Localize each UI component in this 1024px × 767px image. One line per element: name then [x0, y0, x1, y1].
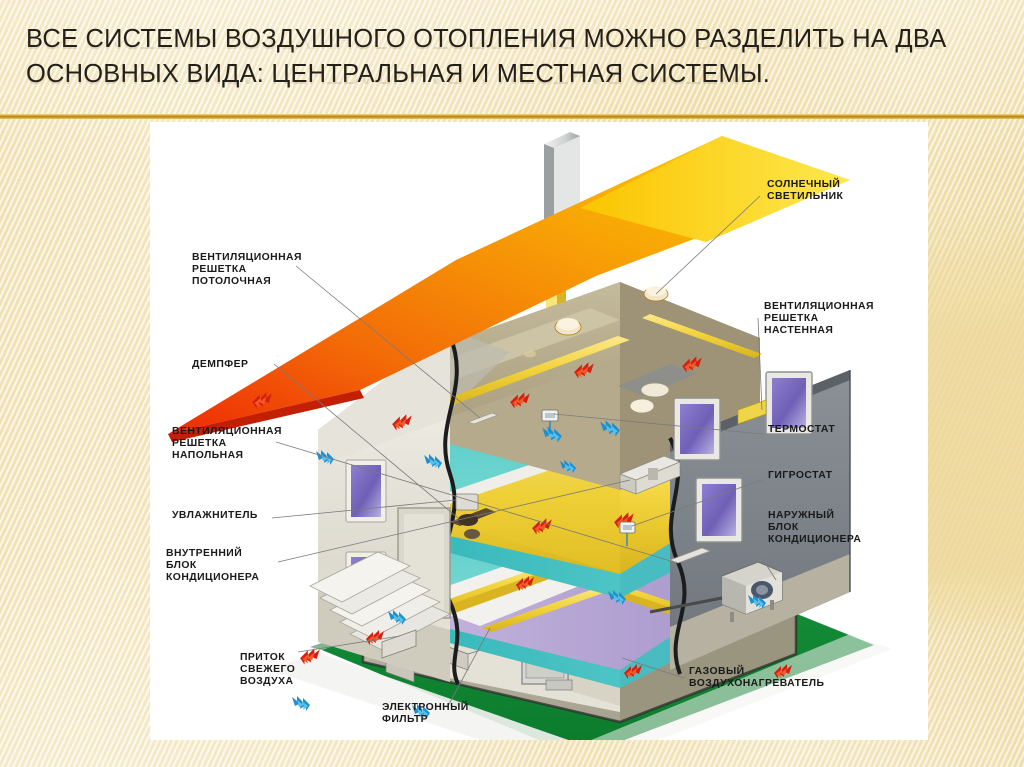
svg-text:ВЕНТИЛЯЦИОННАЯ: ВЕНТИЛЯЦИОННАЯ	[764, 301, 874, 312]
title-line-2: ОСНОВНЫХ ВИДА: ЦЕНТРАЛЬНАЯ И МЕСТНАЯ СИС…	[26, 57, 976, 91]
indoor-ac-unit	[618, 455, 682, 495]
wall-vent-grille-device	[737, 399, 767, 425]
svg-text:ФИЛЬТР: ФИЛЬТР	[382, 714, 428, 725]
svg-text:КОНДИЦИОНЕРА: КОНДИЦИОНЕРА	[768, 534, 861, 545]
svg-text:НАПОЛЬНАЯ: НАПОЛЬНАЯ	[172, 450, 243, 461]
svg-text:ВОЗДУХОНАГРЕВАТЕЛЬ: ВОЗДУХОНАГРЕВАТЕЛЬ	[689, 678, 825, 689]
driveway	[270, 634, 892, 740]
svg-text:ПРИТОК: ПРИТОК	[240, 652, 285, 663]
svg-text:СВЕТИЛЬНИК: СВЕТИЛЬНИК	[767, 191, 844, 202]
title-line-1: ВСЕ СИСТЕМЫ ВОЗДУШНОГО ОТОПЛЕНИЯ МОЖНО Р…	[26, 22, 976, 56]
roof-panel	[168, 136, 850, 442]
svg-text:ЭЛЕКТРОННЫЙ: ЭЛЕКТРОННЫЙ	[382, 700, 469, 713]
ceiling-vent-grille-device	[466, 412, 500, 425]
callout-label: ГАЗОВЫЙ ВОЗДУХОНАГРЕВАТЕЛЬ	[689, 664, 825, 689]
callout-label: СОЛНЕЧНЫЙ СВЕТИЛЬНИК	[767, 177, 844, 202]
svg-text:ГАЗОВЫЙ: ГАЗОВЫЙ	[689, 664, 745, 677]
svg-text:НАСТЕННАЯ: НАСТЕННАЯ	[764, 325, 833, 336]
hygrostat-device	[619, 521, 636, 546]
title-line-2-text: ОСНОВНЫХ ВИДА: ЦЕНТРАЛЬНАЯ И МЕСТНАЯ СИС…	[26, 60, 771, 88]
svg-text:РЕШЕТКА: РЕШЕТКА	[192, 264, 247, 275]
entry-stairs	[309, 551, 451, 651]
svg-text:РЕШЕТКА: РЕШЕТКА	[172, 438, 227, 449]
svg-text:ВНУТРЕННИЙ: ВНУТРЕННИЙ	[166, 546, 242, 559]
callout-label: ГИГРОСТАТ	[768, 470, 833, 481]
solar-skylight-dome	[554, 318, 582, 336]
fresh-air-intake-duct	[381, 629, 417, 659]
svg-text:БЛОК: БЛОК	[166, 560, 197, 571]
svg-text:ВОЗДУХА: ВОЗДУХА	[240, 676, 293, 687]
gold-divider-rule	[0, 114, 1024, 119]
slide-title: ВСЕ СИСТЕМЫ ВОЗДУШНОГО ОТОПЛЕНИЯ МОЖНО Р…	[26, 22, 976, 106]
ceiling-light-fixture	[618, 364, 696, 414]
thermostat-device	[541, 409, 559, 434]
callout-label: ВЕНТИЛЯЦИОННАЯ РЕШЕТКА НАСТЕННАЯ	[764, 301, 874, 336]
callout-label: УВЛАЖНИТЕЛЬ	[172, 510, 258, 521]
callout-label: ВЕНТИЛЯЦИОННАЯ РЕШЕТКА ПОТОЛОЧНАЯ	[192, 252, 302, 287]
callout-label: ТЕРМОСТАТ	[768, 424, 835, 435]
callout-label: ДЕМПФЕР	[192, 359, 248, 370]
svg-text:ТЕРМОСТАТ: ТЕРМОСТАТ	[768, 424, 835, 435]
callout-label: ВЕНТИЛЯЦИОННАЯ РЕШЕТКА НАПОЛЬНАЯ	[172, 426, 282, 461]
svg-text:ПОТОЛОЧНАЯ: ПОТОЛОЧНАЯ	[192, 276, 271, 287]
svg-text:СОЛНЕЧНЫЙ: СОЛНЕЧНЫЙ	[767, 177, 840, 190]
svg-text:СВЕЖЕГО: СВЕЖЕГО	[240, 664, 295, 675]
callout-label: ПРИТОК СВЕЖЕГО ВОЗДУХА	[240, 652, 295, 687]
damper-device	[450, 508, 496, 539]
svg-text:КОНДИЦИОНЕРА: КОНДИЦИОНЕРА	[166, 572, 259, 583]
svg-text:НАРУЖНЫЙ: НАРУЖНЫЙ	[768, 508, 834, 521]
leader-lines	[271, 195, 777, 707]
diagram-panel: ВЕНТИЛЯЦИОННАЯ РЕШЕТКА ПОТОЛОЧНАЯ ДЕМПФЕ…	[150, 122, 928, 740]
svg-text:ДЕМПФЕР: ДЕМПФЕР	[192, 359, 248, 370]
house-hvac-diagram: ВЕНТИЛЯЦИОННАЯ РЕШЕТКА ПОТОЛОЧНАЯ ДЕМПФЕ…	[166, 132, 892, 740]
callout-label: ВНУТРЕННИЙ БЛОК КОНДИЦИОНЕРА	[166, 546, 259, 583]
floor-vent-grille-device	[669, 547, 711, 564]
svg-text:ВЕНТИЛЯЦИОННАЯ: ВЕНТИЛЯЦИОННАЯ	[172, 426, 282, 437]
svg-text:ГИГРОСТАТ: ГИГРОСТАТ	[768, 470, 833, 481]
svg-text:ВЕНТИЛЯЦИОННАЯ: ВЕНТИЛЯЦИОННАЯ	[192, 252, 302, 263]
svg-text:УВЛАЖНИТЕЛЬ: УВЛАЖНИТЕЛЬ	[172, 510, 258, 521]
solar-skylight-dome	[643, 286, 669, 302]
svg-text:РЕШЕТКА: РЕШЕТКА	[764, 313, 819, 324]
title-line-1-text: ВСЕ СИСТЕМЫ ВОЗДУШНОГО ОТОПЛЕНИЯ МОЖНО Р…	[26, 25, 947, 53]
callout-label: НАРУЖНЫЙ БЛОК КОНДИЦИОНЕРА	[768, 508, 861, 545]
callout-label: ЭЛЕКТРОННЫЙ ФИЛЬТР	[382, 700, 469, 725]
svg-text:БЛОК: БЛОК	[768, 522, 799, 533]
